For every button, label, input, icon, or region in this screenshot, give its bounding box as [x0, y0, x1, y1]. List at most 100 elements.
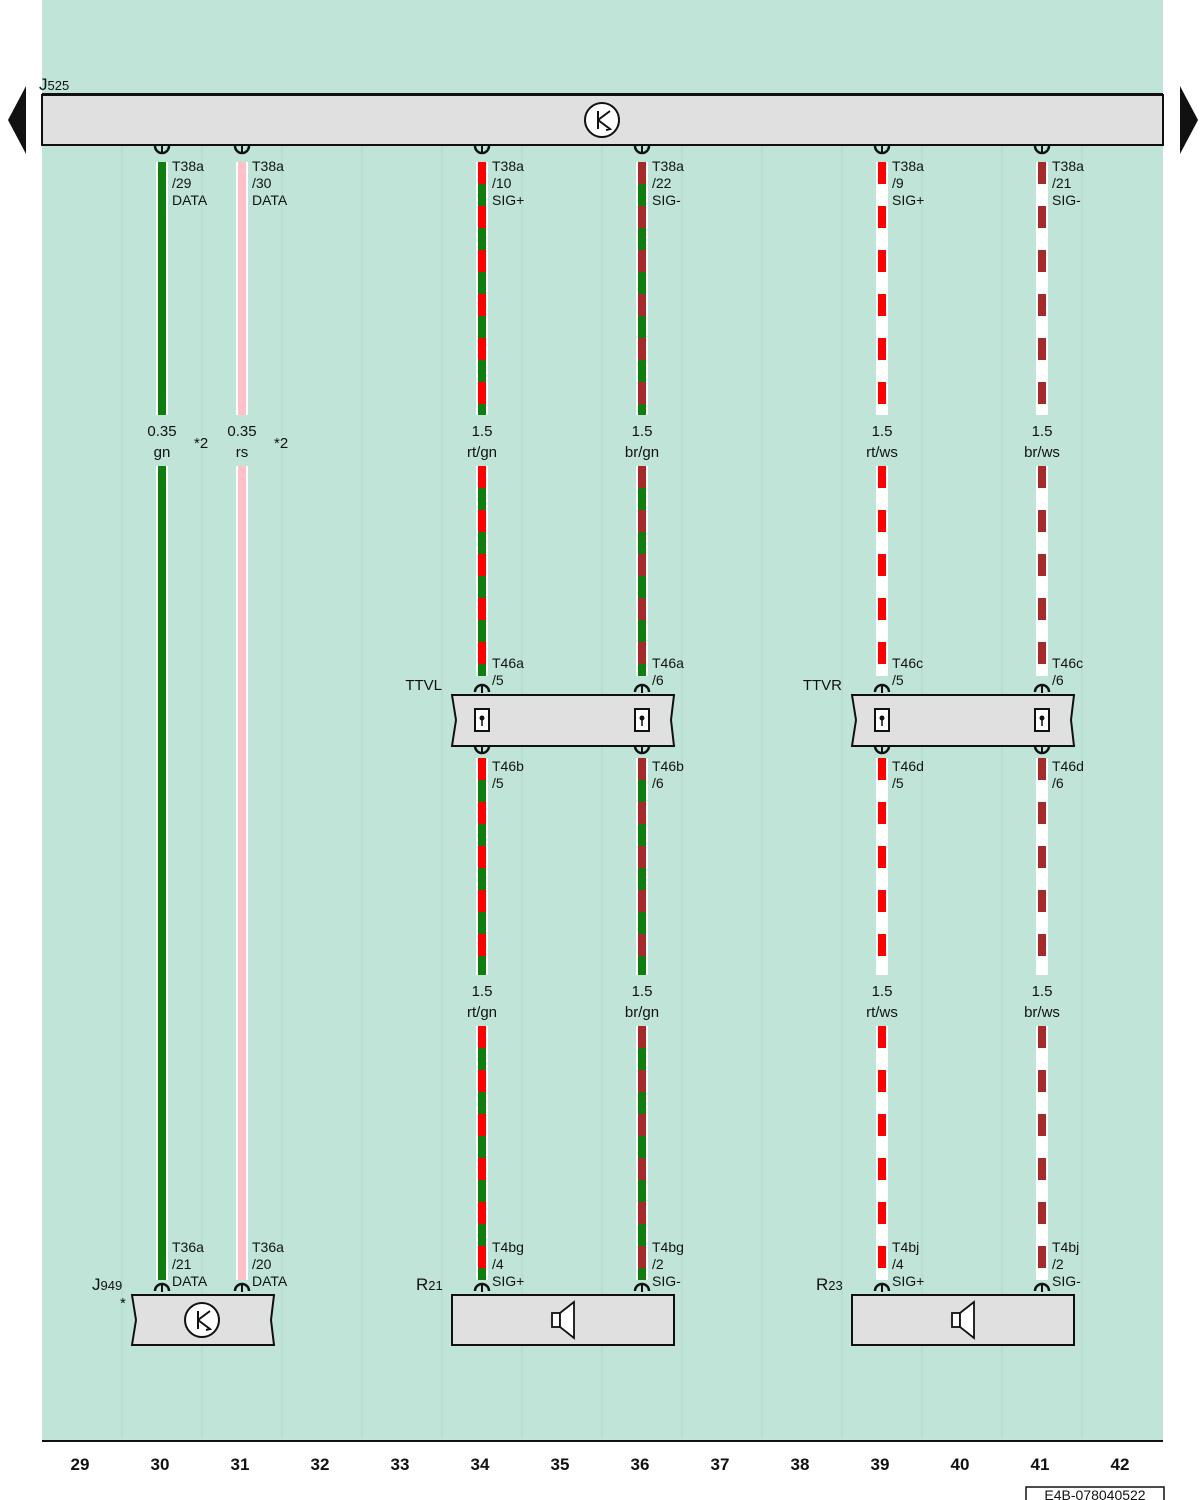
connector-top-pin-label: T46c [892, 655, 923, 671]
top-pin-label: DATA [252, 192, 288, 208]
top-pin-label: T38a [492, 158, 524, 174]
wire-stripe [638, 360, 646, 382]
wire-stripe [878, 620, 886, 642]
previous-page-arrow-icon[interactable] [8, 86, 26, 154]
component-j949 [130, 1294, 276, 1346]
connector-bottom-pin-label: /5 [892, 775, 904, 791]
column-number: 40 [951, 1455, 970, 1474]
bottom-pin-label: T4bg [652, 1239, 684, 1255]
wire-color-label: br/ws [1024, 1004, 1060, 1021]
wire-segment [478, 758, 486, 975]
wire-stripe [1038, 316, 1046, 338]
wire-stripe [1038, 1048, 1046, 1070]
wire-stripe [638, 532, 646, 554]
wire-stripe [478, 1048, 486, 1070]
top-pin-label: /22 [652, 175, 672, 191]
wire-stripe [878, 1268, 886, 1280]
wire-size-label: 1.5 [472, 423, 493, 440]
bottom-pin-label: /4 [492, 1256, 504, 1272]
wire-size-label: 0.35 [147, 423, 176, 440]
connector-top-pin-label: /6 [652, 672, 664, 688]
top-module-subscript: 525 [48, 78, 70, 93]
wire-stripe [878, 1048, 886, 1070]
column-number: 29 [71, 1455, 90, 1474]
wire-stripe [638, 228, 646, 250]
wire-stripe [1038, 956, 1046, 975]
component-name: R [816, 1275, 828, 1294]
wire-color-label: gn [154, 444, 171, 461]
wire-color-label: rt/gn [467, 444, 497, 461]
wire-stripe [638, 576, 646, 598]
wire-color-label: br/gn [625, 1004, 659, 1021]
wire-stripe [878, 868, 886, 890]
column-number: 34 [471, 1455, 490, 1474]
wire-size-label: 1.5 [632, 983, 653, 1000]
bottom-pin-label: SIG+ [492, 1273, 524, 1289]
wire-stripe [638, 620, 646, 642]
wire-size-label: 1.5 [1032, 983, 1053, 1000]
wire-stripe [878, 576, 886, 598]
wire-note-label: *2 [274, 435, 288, 452]
top-pin-label: /9 [892, 175, 904, 191]
bottom-pin-label: SIG- [652, 1273, 681, 1289]
wire-stripe [638, 664, 646, 676]
wire-stripe [478, 1268, 486, 1280]
wire-stripe [1038, 404, 1046, 415]
connector-block [850, 694, 1076, 747]
wire-stripe [478, 1136, 486, 1158]
wire-col-36 [633, 145, 651, 1292]
wire-stripe [1038, 488, 1046, 510]
wire-segment [638, 758, 646, 975]
wire-stripe [478, 360, 486, 382]
column-number: 33 [391, 1455, 410, 1474]
bottom-pin-label: SIG+ [892, 1273, 924, 1289]
wire-stripe [878, 780, 886, 802]
column-number: 36 [631, 1455, 650, 1474]
wire-segment [238, 466, 246, 1280]
wire-segment [158, 162, 166, 415]
component-r23 [851, 1294, 1075, 1346]
connector-bottom-pin-label: T46b [652, 758, 684, 774]
speaker-icon [551, 1300, 575, 1340]
column-number: 38 [791, 1455, 810, 1474]
footer-code: E4B-078040522 [1044, 1487, 1145, 1500]
wire-stripe [638, 1136, 646, 1158]
connector-top-pin-label: /5 [492, 672, 504, 688]
wire-stripe [1038, 1224, 1046, 1246]
wire-segment [1038, 758, 1046, 975]
connector-ttvl [450, 694, 676, 747]
wire-size-label: 1.5 [472, 983, 493, 1000]
wire-stripe [878, 1136, 886, 1158]
wire-stripe [1038, 228, 1046, 250]
top-pin-label: /30 [252, 175, 272, 191]
next-page-arrow-icon[interactable] [1180, 86, 1198, 154]
top-pin-label: T38a [172, 158, 204, 174]
wire-stripe [478, 316, 486, 338]
wire-stripe [1038, 1092, 1046, 1114]
bottom-pin-label: /21 [172, 1256, 192, 1272]
footer-code-box [1025, 1486, 1165, 1500]
component-label: R21 [416, 1275, 443, 1294]
wire-segment [638, 466, 646, 676]
wire-stripe [878, 1180, 886, 1202]
wire-stripe [878, 488, 886, 510]
connectors-layer [450, 694, 1076, 747]
bottom-pin-label: /4 [892, 1256, 904, 1272]
wire-col-34 [473, 145, 491, 1292]
component-subscript: 21 [428, 1278, 442, 1293]
bottom-pin-label: T4bj [892, 1239, 919, 1255]
wire-stripe [478, 912, 486, 934]
wire-stripe [478, 1092, 486, 1114]
wire-stripe [638, 1268, 646, 1280]
connector-top-pin-label: /5 [892, 672, 904, 688]
wire-stripe [878, 824, 886, 846]
bottom-pin-label: DATA [172, 1273, 208, 1289]
top-pin-label: T38a [252, 158, 284, 174]
top-pin-label: /21 [1052, 175, 1072, 191]
wire-size-label: 1.5 [1032, 423, 1053, 440]
wire-stripe [478, 1224, 486, 1246]
column-number: 42 [1111, 1455, 1130, 1474]
wire-stripe [1038, 620, 1046, 642]
bottom-pin-label: T36a [172, 1239, 204, 1255]
wire-stripe [1038, 868, 1046, 890]
